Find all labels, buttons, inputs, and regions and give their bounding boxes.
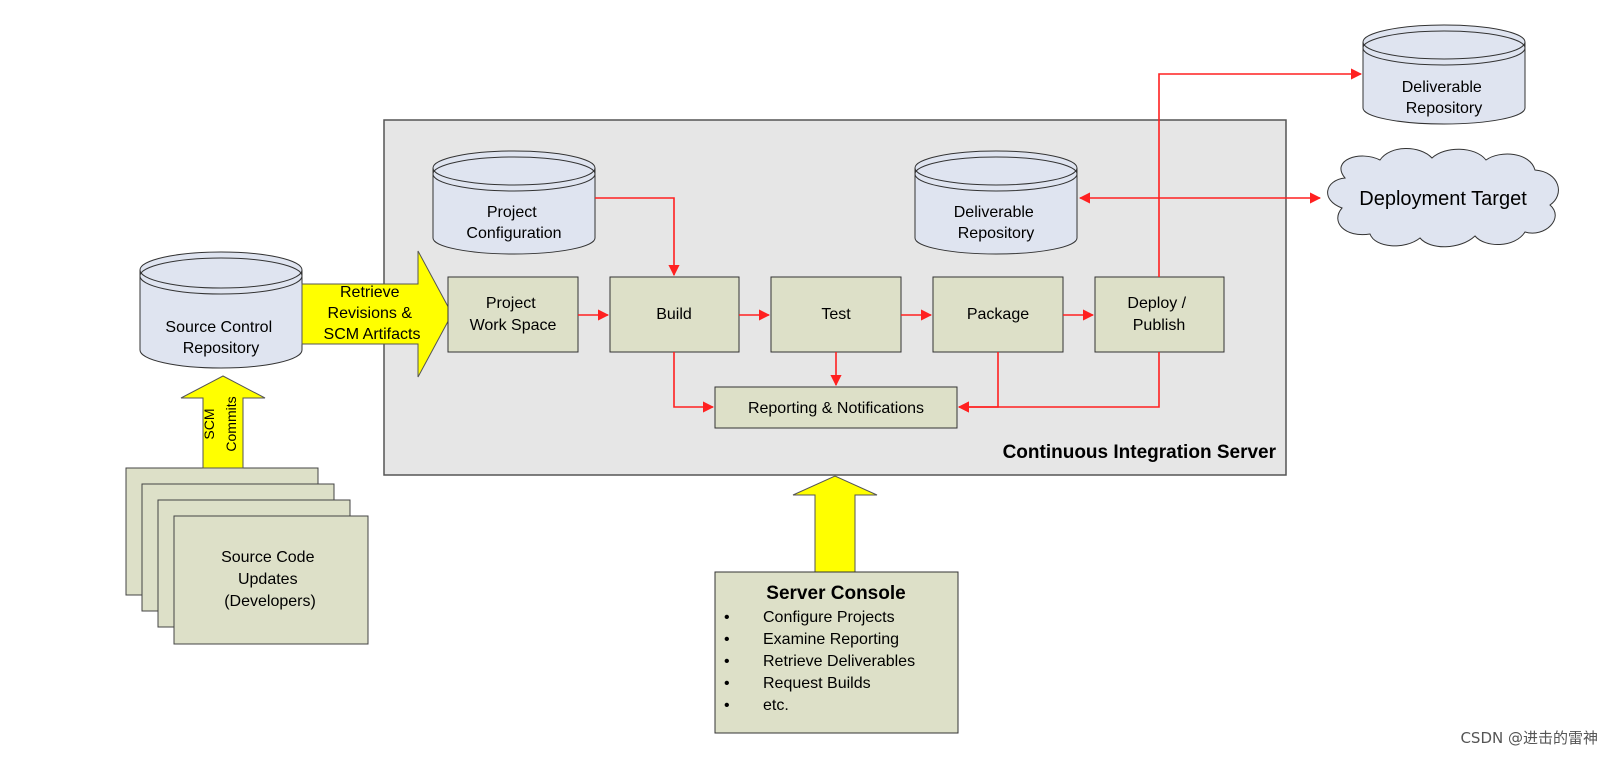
server-console: Server Console • • • • • Configure Proje… [714,571,959,734]
flow-arrows [578,68,1363,413]
project-configuration-db: Project Configuration [432,150,596,255]
deliverable-repository-outer: Deliverable Repository [1362,24,1526,125]
source-code-updates: Source Code Updates (Developers) [125,467,369,645]
svg-text:Retrieve Revisions &: Retrieve Revisions & SCM Artifacts [324,284,421,343]
svg-text:Deployment Target: Deployment Target [1359,188,1527,210]
source-control-repository: Source Control Repository [139,251,303,369]
retrieve-arrow: Retrieve Revisions & SCM Artifacts [301,250,453,378]
step-deploy: Deploy / Publish [1094,276,1225,353]
svg-text:Deliverable Repository: Deliverable Repository [1402,79,1487,117]
scm-commits-arrow: SCM Commits [180,375,266,469]
svg-text:Source Code Updates: Source Code Updates (Developers) [221,549,319,610]
ci-server-label: Continuous Integration Server [1003,442,1277,463]
svg-text:• • • •: • • • • • [724,609,734,714]
svg-text:Test: Test [821,306,851,323]
svg-text:Commits: Commits [223,396,239,451]
step-build: Build [609,276,740,353]
deliverable-repository-inner: Deliverable Repository [914,150,1078,255]
svg-text:Deploy / Publish: Deploy / Publish [1127,295,1190,334]
svg-text:Deliverable Repository: Deliverable Repository [954,204,1039,242]
svg-text:SCM: SCM [201,408,217,439]
svg-text:Server Console: Server Console [766,583,905,604]
svg-text:Source Control Repositor: Source Control Repository [165,319,276,357]
svg-text:Project Configuration: Project Configuration [466,204,561,242]
server-console-arrow [792,475,878,573]
svg-text:Reporting & Notifications: Reporting & Notifications [748,400,924,417]
svg-text:Build: Build [656,306,692,323]
step-test: Test [770,276,902,353]
svg-text:Project Work Space: Project Work Space [470,295,557,334]
step-workspace: Project Work Space [447,276,579,353]
step-package: Package [932,276,1064,353]
reporting-notifications: Reporting & Notifications [714,386,958,429]
svg-text:Configure Projects Exami: Configure Projects Examine Reporting Ret… [763,609,920,714]
watermark: CSDN @进击的雷神 [1460,729,1598,747]
deployment-target-cloud: Deployment Target [1327,148,1559,248]
svg-text:Package: Package [967,306,1029,323]
